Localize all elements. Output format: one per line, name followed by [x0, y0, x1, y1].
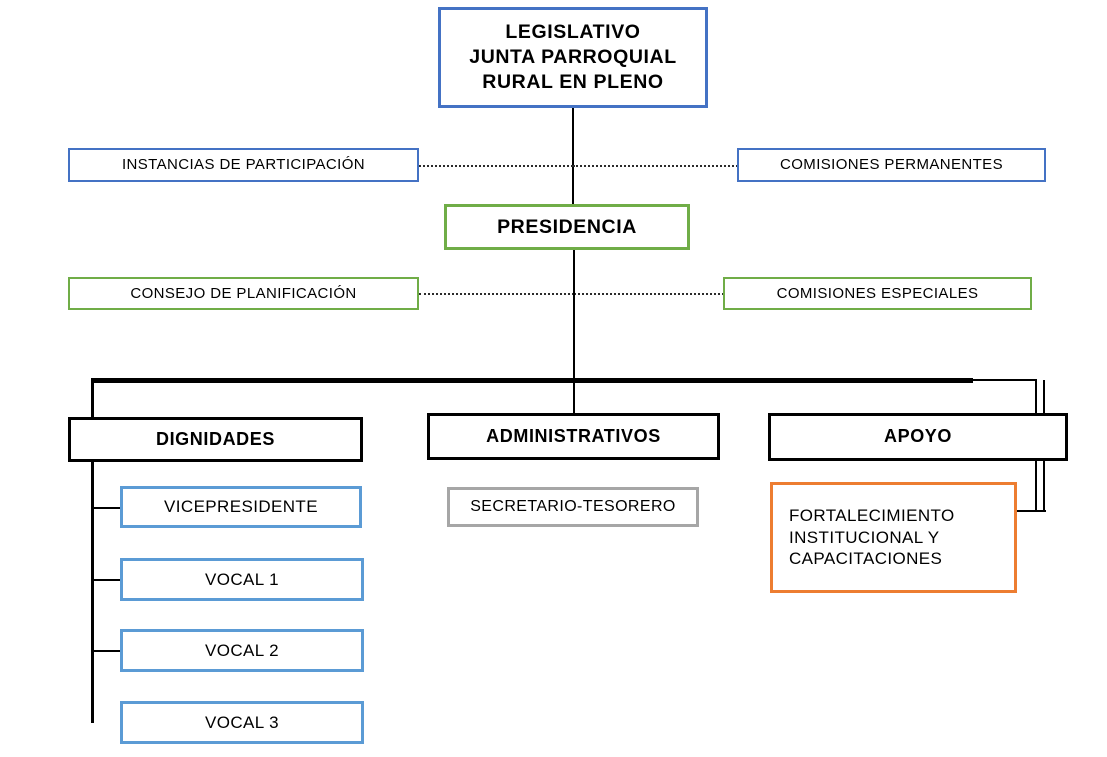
node-legislativo-label: LEGISLATIVO JUNTA PARROQUIAL RURAL EN PL… — [469, 21, 677, 93]
node-fortalecimiento-institucional[interactable]: FORTALECIMIENTO INSTITUCIONAL Y CAPACITA… — [770, 482, 1017, 593]
connector-dignidades-vocal-2 — [93, 650, 121, 652]
connector-dotted-consejo-planificacion — [419, 293, 574, 295]
connector-dotted-instancias — [419, 165, 573, 167]
connector-dotted-comisiones-especiales — [574, 293, 724, 295]
node-vocal-1-label: VOCAL 1 — [205, 569, 279, 589]
node-vocal-2[interactable]: VOCAL 2 — [120, 629, 364, 672]
node-instancias-participacion[interactable]: INSTANCIAS DE PARTICIPACIÓN — [68, 148, 419, 182]
node-administrativos[interactable]: ADMINISTRATIVOS — [427, 413, 720, 460]
node-legislativo[interactable]: LEGISLATIVO JUNTA PARROQUIAL RURAL EN PL… — [438, 7, 708, 108]
node-presidencia[interactable]: PRESIDENCIA — [444, 204, 690, 250]
node-vocal-3-label: VOCAL 3 — [205, 712, 279, 732]
node-consejo-planificacion[interactable]: CONSEJO DE PLANIFICACIÓN — [68, 277, 419, 310]
node-comisiones-especiales[interactable]: COMISIONES ESPECIALES — [723, 277, 1032, 310]
node-secretario-tesorero-label: SECRETARIO-TESORERO — [470, 497, 676, 515]
node-administrativos-label: ADMINISTRATIVOS — [486, 425, 661, 446]
node-vicepresidente[interactable]: VICEPRESIDENTE — [120, 486, 362, 528]
node-comisiones-permanentes[interactable]: COMISIONES PERMANENTES — [737, 148, 1046, 182]
connector-bus-dignidades — [91, 380, 94, 417]
node-vocal-1[interactable]: VOCAL 1 — [120, 558, 364, 601]
connector-horizontal-bus-extension — [971, 379, 1037, 381]
connector-dignidades-vocal-1 — [93, 579, 121, 581]
node-instancias-participacion-label: INSTANCIAS DE PARTICIPACIÓN — [121, 156, 366, 174]
node-secretario-tesorero[interactable]: SECRETARIO-TESORERO — [447, 487, 699, 527]
connector-dotted-comisiones-permanentes — [573, 165, 738, 167]
connector-bus-apoyo — [1043, 380, 1045, 413]
node-dignidades[interactable]: DIGNIDADES — [68, 417, 363, 462]
node-fortalecimiento-institucional-label: FORTALECIMIENTO INSTITUCIONAL Y CAPACITA… — [789, 505, 955, 569]
connector-legislativo-presidencia — [572, 108, 574, 204]
connector-dignidades-vicepresidente — [93, 507, 121, 509]
connector-apoyo-fortalecimiento — [1016, 510, 1046, 512]
connector-dignidades-spine — [91, 462, 94, 723]
node-vicepresidente-label: VICEPRESIDENTE — [164, 497, 318, 517]
node-apoyo[interactable]: APOYO — [768, 413, 1068, 461]
node-comisiones-permanentes-label: COMISIONES PERMANENTES — [780, 156, 1003, 174]
connector-horizontal-bus — [91, 378, 973, 383]
node-consejo-planificacion-label: CONSEJO DE PLANIFICACIÓN — [130, 284, 357, 302]
connector-presidencia-bus — [573, 250, 575, 380]
node-presidencia-label: PRESIDENCIA — [497, 215, 637, 238]
node-vocal-2-label: VOCAL 2 — [205, 640, 279, 660]
node-vocal-3[interactable]: VOCAL 3 — [120, 701, 364, 744]
node-dignidades-label: DIGNIDADES — [155, 428, 275, 449]
node-comisiones-especiales-label: COMISIONES ESPECIALES — [776, 284, 979, 302]
connector-bus-administrativos — [573, 380, 575, 413]
connector-apoyo-down — [1043, 461, 1045, 511]
node-apoyo-label: APOYO — [883, 426, 952, 447]
